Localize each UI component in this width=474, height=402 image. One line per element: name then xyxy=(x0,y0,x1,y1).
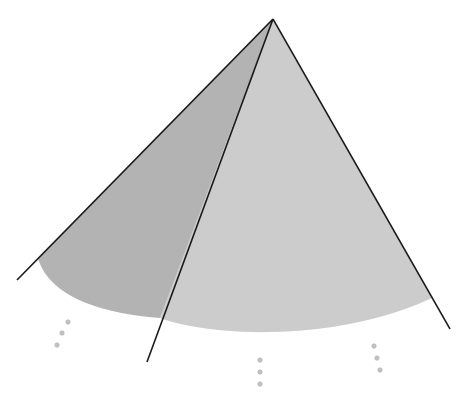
ellipsis-dot xyxy=(371,343,377,349)
ellipsis-dot xyxy=(65,319,71,325)
ellipsis-dot xyxy=(59,330,65,336)
cone-right-edge xyxy=(272,18,451,330)
middle-ellipsis-dots xyxy=(257,357,263,387)
right-ellipsis-dots xyxy=(371,343,383,373)
ellipsis-dot xyxy=(257,357,263,363)
ellipsis-dot xyxy=(257,381,263,387)
cone-right-face xyxy=(160,19,432,333)
ellipsis-dot xyxy=(377,367,383,373)
cone-middle-edge xyxy=(146,18,274,363)
cone-left-edge xyxy=(16,18,274,281)
left-ellipsis-dots xyxy=(54,319,71,348)
ellipsis-dot xyxy=(54,342,60,348)
ellipsis-dot xyxy=(257,369,263,375)
ellipsis-dot xyxy=(374,355,380,361)
cone-left-face xyxy=(38,19,273,318)
